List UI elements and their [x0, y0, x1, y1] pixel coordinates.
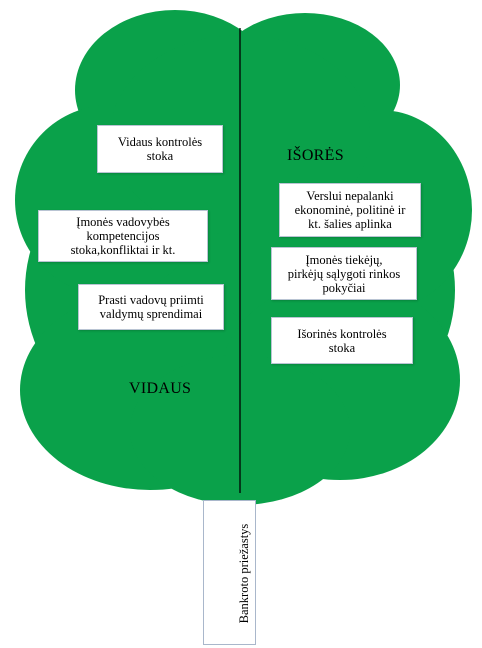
internal-label: VIDAUS: [129, 380, 192, 397]
external-cause-2-text: Įmonės tiekėjų, pirkėjų sąlygoti rinkos …: [287, 252, 401, 295]
internal-cause-2: Įmonės vadovybės kompetencijos stoka,kon…: [38, 210, 208, 262]
tree-trunk: Bankroto priežastys: [203, 500, 256, 645]
external-cause-2: Įmonės tiekėjų, pirkėjų sąlygoti rinkos …: [271, 247, 417, 300]
external-label: IŠORĖS: [287, 147, 344, 164]
internal-cause-1: Vidaus kontrolės stoka: [97, 125, 223, 173]
internal-cause-2-text: Įmonės vadovybės kompetencijos stoka,kon…: [70, 215, 176, 257]
external-cause-3: Išorinės kontrolės stoka: [271, 317, 413, 364]
external-cause-1: Verslui nepalanki ekonominė, politinė ir…: [279, 183, 421, 237]
external-cause-1-text: Verslui nepalanki ekonominė, politinė ir…: [294, 189, 406, 231]
internal-cause-3-text: Prasti vadovų priimti valdymų sprendimai: [98, 293, 204, 321]
trunk-label: Bankroto priežastys: [237, 523, 251, 624]
internal-cause-1-text: Vidaus kontrolės stoka: [117, 135, 203, 163]
internal-cause-3: Prasti vadovų priimti valdymų sprendimai: [78, 284, 224, 330]
external-cause-3-text: Išorinės kontrolės stoka: [297, 326, 387, 355]
